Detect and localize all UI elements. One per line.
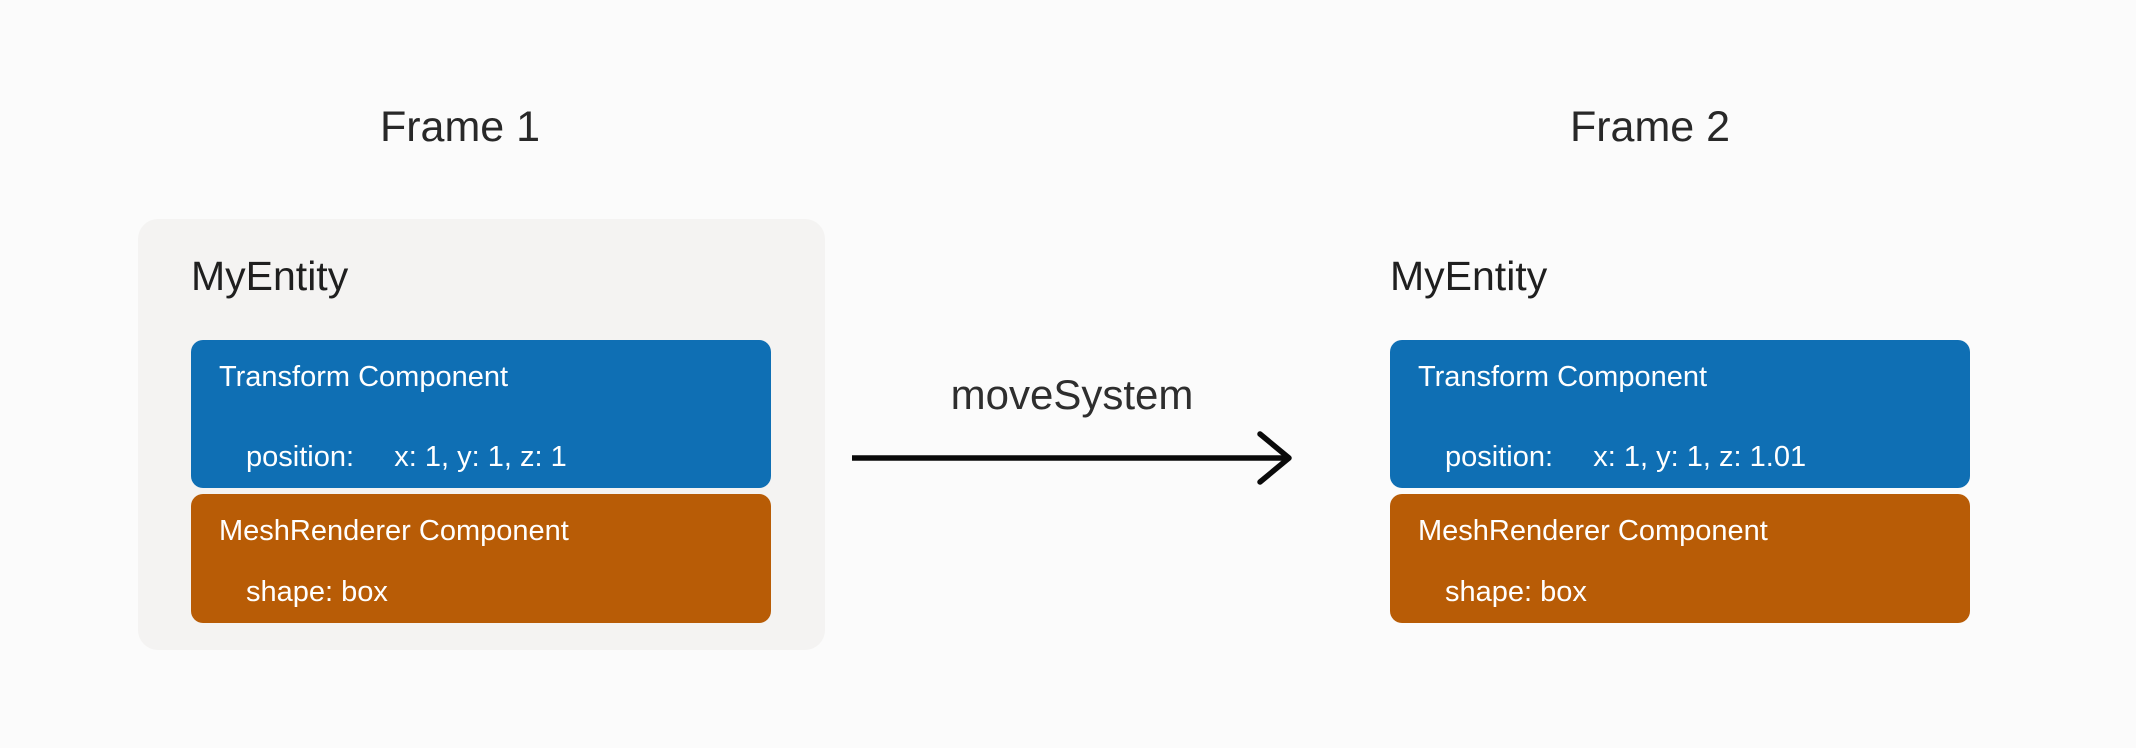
mesh-renderer-component-frame2: MeshRenderer Component shape: box [1390,494,1970,623]
entity-name-frame1: MyEntity [191,253,349,299]
mesh-renderer-component-frame1: MeshRenderer Component shape: box [191,494,771,623]
frame-1-label: Frame 1 [379,103,541,151]
transform-component-frame1: Transform Component position: x: 1, y: 1… [191,340,771,488]
move-system-label: moveSystem [950,371,1194,418]
mesh-renderer-component-shape: shape: box [246,575,388,608]
transform-component-title: Transform Component [1418,361,1708,393]
frame-2-label: Frame 2 [1569,103,1731,151]
transform-component-position: position: x: 1, y: 1, z: 1 [246,440,567,473]
right-arrow-icon [852,431,1292,485]
mesh-renderer-component-title: MeshRenderer Component [1418,515,1768,547]
entity-name-frame2: MyEntity [1390,253,1548,299]
transform-component-position: position: x: 1, y: 1, z: 1.01 [1445,440,1807,473]
transform-component-frame2: Transform Component position: x: 1, y: 1… [1390,340,1970,488]
transform-component-title: Transform Component [219,361,509,393]
mesh-renderer-component-title: MeshRenderer Component [219,515,569,547]
mesh-renderer-component-shape: shape: box [1445,575,1587,608]
